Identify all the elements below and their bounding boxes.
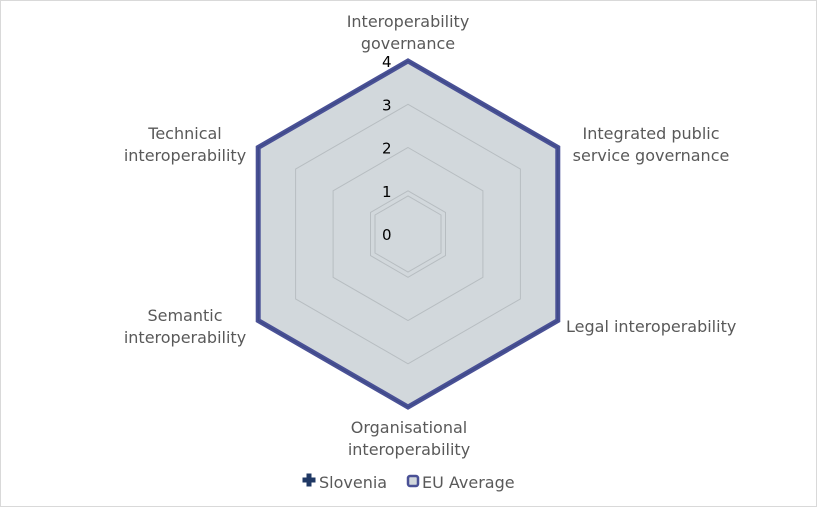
legend-marker-eu-average [406,474,420,488]
axis-label-0-line-1: governance [361,34,455,53]
gridline-inner [374,195,442,273]
series-area-eu-average [258,61,558,407]
legend-label-eu-average: EU Average [422,473,515,492]
series-line-eu-average [255,58,561,410]
axis-label-1-line-1: service governance [573,146,730,165]
series-line-slovenia [257,60,559,408]
tick-label-0: 0 [382,226,392,244]
tick-label-2: 2 [382,140,392,158]
axis-label-4-line-1: interoperability [124,328,246,347]
axis-label-3-line-1: interoperability [348,440,470,459]
gridline-1 [370,190,446,278]
axis-label-2-line-0: Legal interoperability [566,317,736,336]
legend-label-slovenia: Slovenia [319,473,387,492]
legend-marker-slovenia [302,473,316,487]
gridline-3 [295,103,521,365]
axis-label-3-line-0: Organisational [351,418,467,437]
axis-label-4-line-0: Semantic [147,306,222,325]
tick-label-4: 4 [382,53,392,71]
axis-label-5-line-0: Technical [147,124,221,143]
axis-label-0-line-0: Interoperability [347,12,470,31]
axis-label-5-line-1: interoperability [124,146,246,165]
tick-label-3: 3 [382,96,392,114]
gridline-2 [332,146,484,322]
tick-label-1: 1 [382,183,392,201]
axis-label-1-line-0: Integrated public [582,124,719,143]
